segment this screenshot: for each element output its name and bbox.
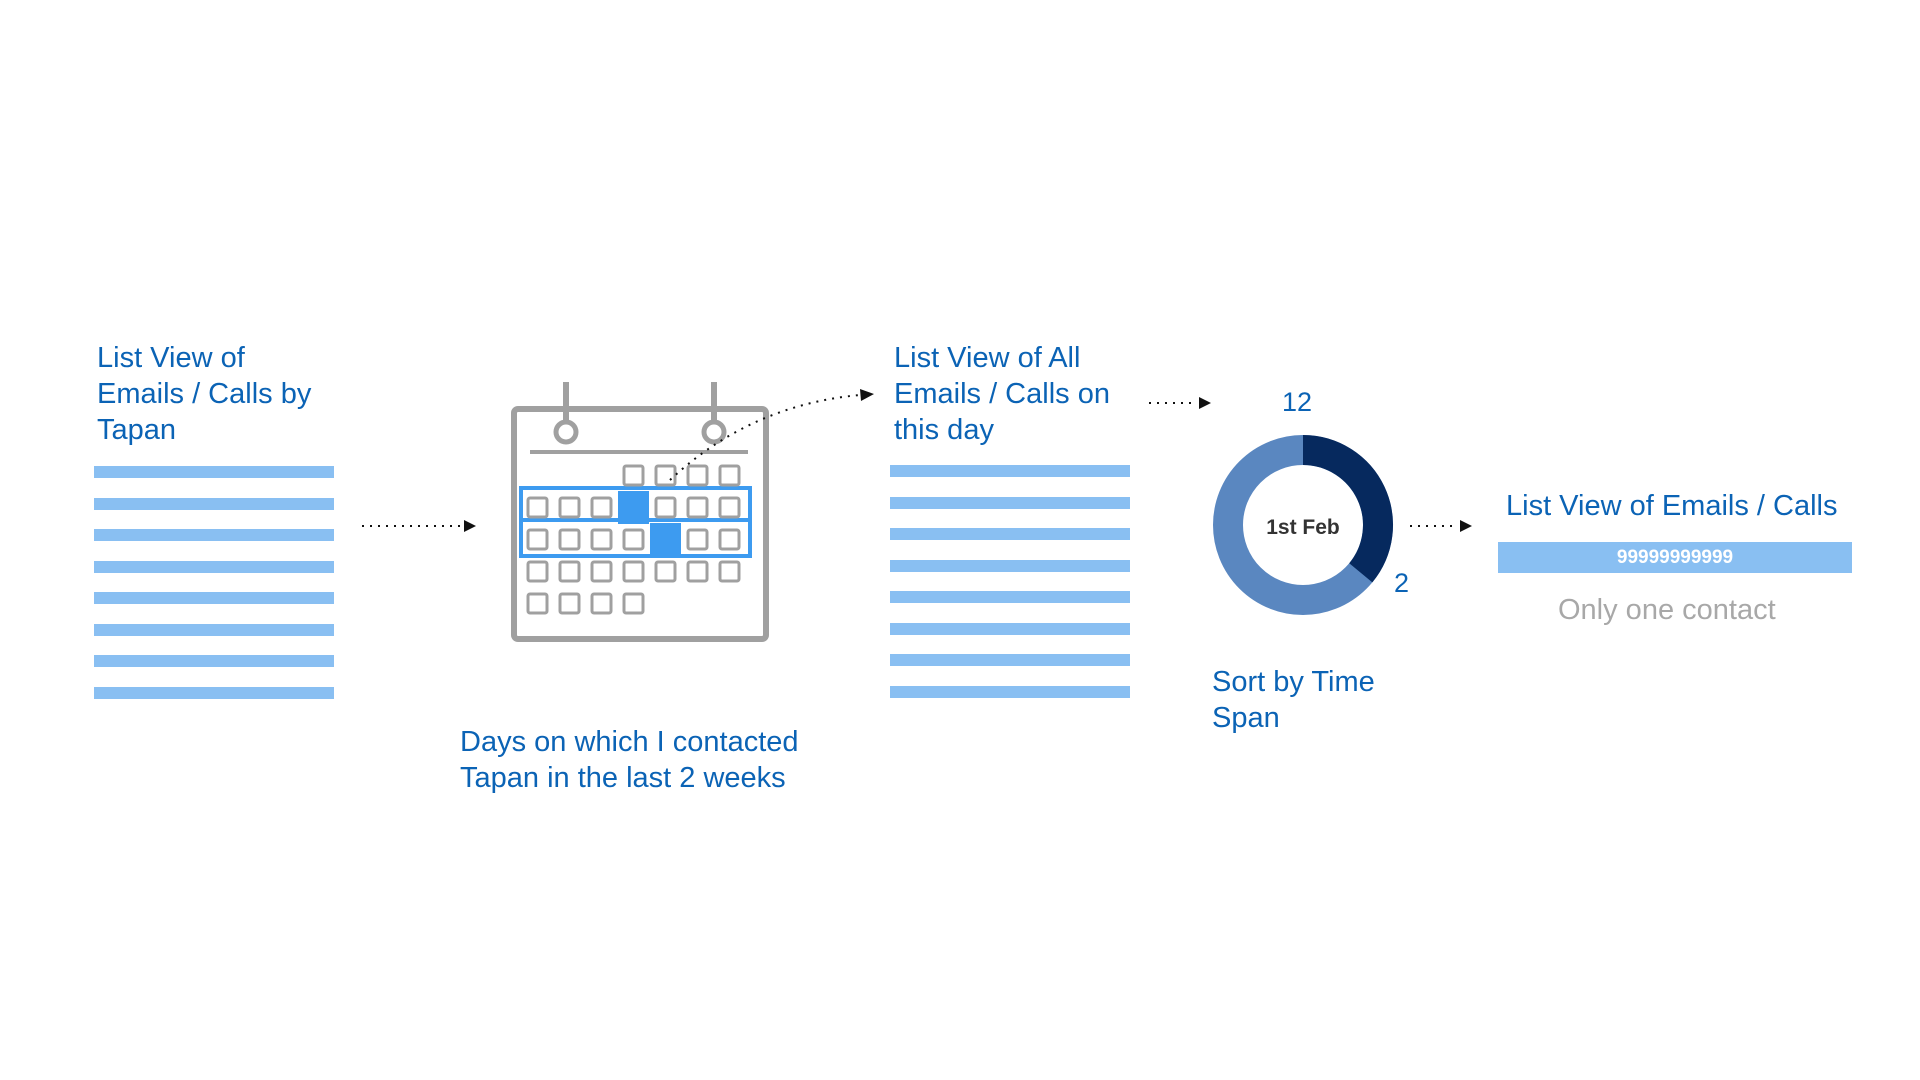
calendar-day xyxy=(718,528,741,551)
calendar-day xyxy=(686,528,709,551)
list-row xyxy=(890,559,1130,572)
contact-number-bar: 99999999999 xyxy=(1498,542,1852,573)
calendar-day xyxy=(654,560,677,583)
calendar-day xyxy=(718,560,741,583)
list-view-on-day xyxy=(890,465,1130,717)
arrow-to-calendar xyxy=(362,520,476,532)
list-row xyxy=(94,497,334,510)
time-span-donut: 1st Feb xyxy=(1213,435,1393,615)
calendar-day xyxy=(590,528,613,551)
calendar-day xyxy=(686,560,709,583)
calendar-day-contacted xyxy=(618,491,649,524)
list-row xyxy=(890,591,1130,603)
list-row xyxy=(94,592,334,604)
list-row xyxy=(94,623,334,636)
calendar-day xyxy=(654,496,677,519)
arrow-to-contact xyxy=(1410,520,1472,532)
list-view-by-tapan-title: List View of Emails / Calls by Tapan xyxy=(97,342,312,446)
calendar-day xyxy=(654,464,677,487)
donut-top-value: 12 xyxy=(1282,387,1313,417)
calendar-day xyxy=(718,464,741,487)
calendar-day xyxy=(558,496,581,519)
list-row xyxy=(890,465,1130,477)
list-row xyxy=(94,466,334,478)
calendar-caption: Days on which I contacted Tapan in the l… xyxy=(460,726,799,794)
calendar-day xyxy=(718,496,741,519)
calendar-icon xyxy=(511,382,769,642)
list-row xyxy=(94,686,334,699)
list-view-by-tapan xyxy=(94,466,334,718)
list-row xyxy=(890,685,1130,698)
calendar-day xyxy=(526,592,549,615)
list-row xyxy=(890,654,1130,666)
calendar-day xyxy=(558,592,581,615)
arrow-to-donut xyxy=(1149,397,1211,409)
donut-center-label: 1st Feb xyxy=(1266,516,1340,539)
donut-caption: Sort by Time Span xyxy=(1212,666,1375,734)
list-row xyxy=(94,560,334,573)
list-row xyxy=(890,622,1130,635)
only-one-contact-note: Only one contact xyxy=(1558,594,1776,626)
calendar-day xyxy=(622,560,645,583)
calendar-day xyxy=(686,464,709,487)
calendar-day xyxy=(622,592,645,615)
list-row xyxy=(94,529,334,541)
calendar-day xyxy=(526,496,549,519)
donut-bottom-value: 2 xyxy=(1394,568,1410,598)
donut-highlight-segment xyxy=(1302,435,1393,583)
calendar-day xyxy=(590,560,613,583)
calendar-day xyxy=(590,592,613,615)
list-row xyxy=(890,496,1130,509)
calendar-highlight-band xyxy=(519,518,752,558)
calendar-day-contacted xyxy=(650,523,681,556)
list-row xyxy=(94,655,334,667)
calendar-day xyxy=(590,496,613,519)
calendar-day xyxy=(526,560,549,583)
calendar-day xyxy=(526,528,549,551)
calendar-day xyxy=(686,496,709,519)
calendar-day xyxy=(558,528,581,551)
list-view-on-day-title: List View of All Emails / Calls on this … xyxy=(894,342,1110,446)
calendar-day xyxy=(622,464,645,487)
contact-list-title: List View of Emails / Calls xyxy=(1506,490,1838,522)
list-row xyxy=(890,528,1130,540)
calendar-day xyxy=(558,560,581,583)
arrow-to-day-list xyxy=(669,389,874,481)
calendar-day xyxy=(622,528,645,551)
